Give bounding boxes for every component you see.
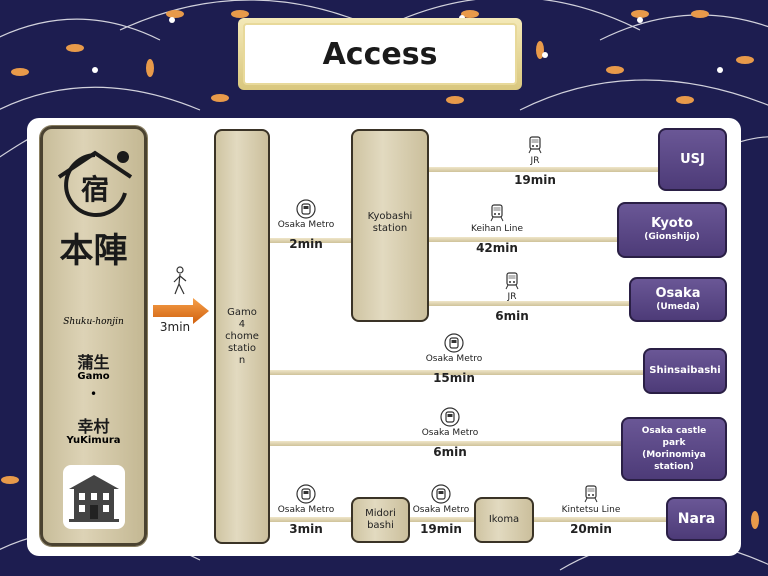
station-kyobashi[interactable]: Kyobashi station — [351, 129, 429, 322]
line-name: Osaka Metro — [421, 428, 479, 438]
svg-text:宿: 宿 — [81, 173, 109, 206]
area2-kanji: 幸村 — [77, 417, 110, 436]
destination-osaka-castle-park[interactable]: Osaka castle park (Morinomiya station) — [621, 417, 727, 481]
route-line — [270, 370, 644, 375]
destination-shinsaibashi[interactable]: Shinsaibashi — [643, 348, 727, 394]
destination-label: Osaka — [655, 285, 701, 301]
travel-time: 6min — [433, 445, 467, 459]
area1-kanji: 蒲生 — [77, 353, 110, 372]
train-icon — [583, 484, 599, 508]
inn-roof-logo: 宿 — [57, 150, 133, 217]
hotel-name-romaji: Shuku-honjin — [63, 317, 124, 327]
metro-icon — [296, 199, 316, 223]
destination-label: Kyoto — [651, 216, 693, 231]
line-name: Kintetsu Line — [561, 505, 621, 515]
destination-usj[interactable]: USJ — [658, 128, 727, 191]
route-line — [270, 238, 352, 243]
metro-icon — [296, 484, 316, 508]
destination-label: USJ — [680, 151, 705, 167]
destination-sublabel: (Gionshijo) — [644, 232, 700, 242]
line-name: JR — [530, 156, 540, 166]
arrow-icon — [153, 298, 209, 324]
line-name: Osaka Metro — [277, 505, 335, 515]
train-icon — [504, 271, 520, 295]
line-name: Osaka Metro — [277, 220, 335, 230]
destination-osaka-umeda[interactable]: Osaka(Umeda) — [629, 277, 727, 322]
line-name: Keihan Line — [470, 224, 524, 234]
area1-name: Gamo — [77, 371, 110, 382]
route-line — [270, 517, 668, 522]
station-midoribashi[interactable]: Midori bashi — [351, 497, 410, 543]
travel-time: 20min — [570, 522, 612, 536]
metro-icon — [444, 333, 464, 357]
travel-time: 3min — [289, 522, 323, 536]
travel-time: 2min — [289, 237, 323, 251]
destination-label: Osaka castle park (Morinomiya station) — [641, 426, 707, 472]
route-line — [429, 167, 659, 172]
train-icon — [489, 203, 505, 227]
line-name: Osaka Metro — [425, 354, 483, 364]
building-icon — [63, 465, 125, 529]
destination-sublabel: (Umeda) — [656, 301, 700, 312]
route-line — [429, 237, 619, 242]
title-banner: Access — [238, 18, 522, 90]
line-name: JR — [507, 292, 517, 302]
station-ikoma[interactable]: Ikoma — [474, 497, 534, 543]
train-icon — [527, 135, 543, 159]
travel-time: 19min — [514, 173, 556, 187]
destination-label: Nara — [677, 511, 716, 527]
hotel-name-kanji: 本陣 — [59, 231, 128, 271]
destination-kyoto[interactable]: Kyoto(Gionshijo) — [617, 202, 727, 258]
route-line — [429, 301, 630, 306]
hotel-sign: 宿 本陣 Shuku-honjin 蒲生 Gamo • 幸村 YuKimura — [40, 126, 147, 546]
page-title: Access — [243, 23, 517, 85]
area2-name: YuKimura — [66, 435, 121, 446]
line-name: Osaka Metro — [412, 505, 470, 515]
destination-label: Shinsaibashi — [649, 365, 721, 376]
route-line — [270, 441, 622, 446]
separator-dot: • — [89, 387, 98, 401]
travel-time: 6min — [495, 309, 529, 323]
station-gamo-4-chome[interactable]: Gamo 4 chome statio n — [214, 129, 270, 544]
travel-time: 15min — [433, 371, 475, 385]
walk-time: 3min — [159, 320, 191, 334]
travel-time: 42min — [476, 241, 518, 255]
metro-icon — [440, 407, 460, 431]
destination-nara[interactable]: Nara — [666, 497, 727, 541]
travel-time: 19min — [420, 522, 462, 536]
metro-icon — [431, 484, 451, 508]
walking-person-icon — [173, 266, 187, 295]
